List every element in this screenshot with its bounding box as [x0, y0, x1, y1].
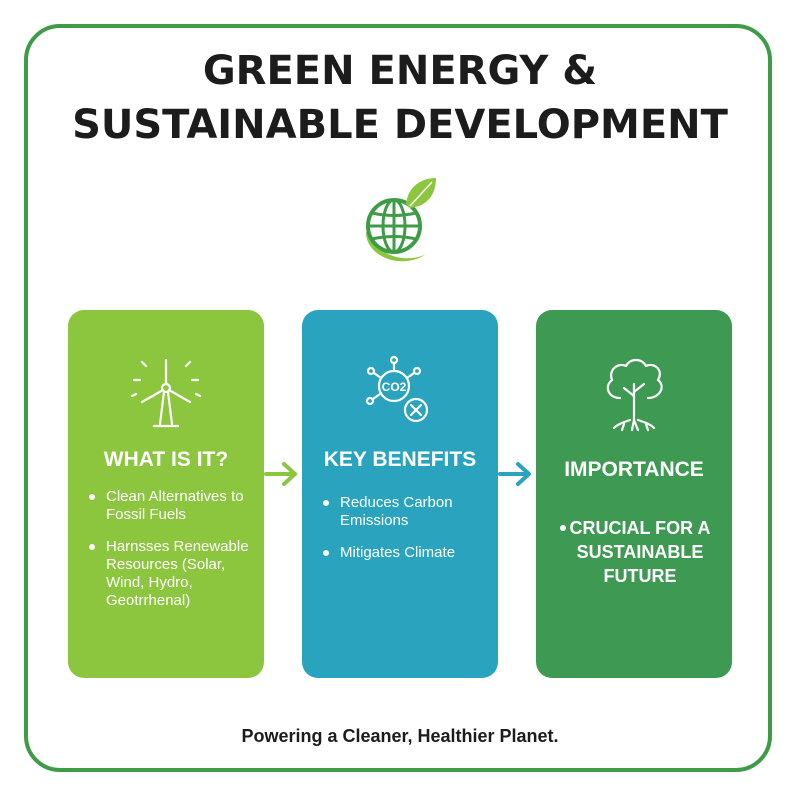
- list-item: Mitigates Climate: [320, 544, 490, 562]
- footer-tagline: Powering a Cleaner, Healthier Planet.: [241, 726, 559, 746]
- co2-label: CO2: [382, 380, 407, 394]
- title-line-1: GREEN ENERGY &: [202, 48, 598, 94]
- arrow-right-icon: [496, 458, 536, 490]
- bullet-list: Reduces Carbon Emissions Mitigates Clima…: [320, 494, 490, 576]
- card-title: IMPORTANCE: [564, 458, 704, 481]
- arrow-right-icon: [262, 458, 302, 490]
- card-title: KEY BENEFITS: [323, 448, 477, 471]
- list-item: CRUCIAL FOR A SUSTAINABLE FUTURE: [546, 516, 722, 588]
- co2-reduction-icon: CO2: [302, 354, 498, 434]
- list-item: Clean Alternatives to Fossil Fuels: [86, 488, 256, 524]
- wind-turbine-icon: [68, 354, 264, 434]
- globe-leaf-icon: [352, 172, 448, 272]
- card-title: WHAT IS IT?: [103, 448, 229, 471]
- bullet-list: Clean Alternatives to Fossil Fuels Harns…: [86, 488, 256, 624]
- card-importance: IMPORTANCE CRUCIAL FOR A SUSTAINABLE FUT…: [536, 310, 732, 678]
- card-key-benefits: CO2 KEY BENEFITS Reduces Carbon Emission…: [302, 310, 498, 678]
- page-title: GREEN ENERGY & SUSTAINABLE DEVELOPMENT: [0, 44, 800, 152]
- tree-icon: [536, 354, 732, 434]
- list-item: Reduces Carbon Emissions: [320, 494, 490, 530]
- list-item: Harnsses Renewable Resources (Solar, Win…: [86, 538, 256, 610]
- title-line-2: SUSTAINABLE DEVELOPMENT: [72, 102, 728, 148]
- card-what-is-it: WHAT IS IT? Clean Alternatives to Fossil…: [68, 310, 264, 678]
- bullet-list: CRUCIAL FOR A SUSTAINABLE FUTURE: [546, 516, 722, 588]
